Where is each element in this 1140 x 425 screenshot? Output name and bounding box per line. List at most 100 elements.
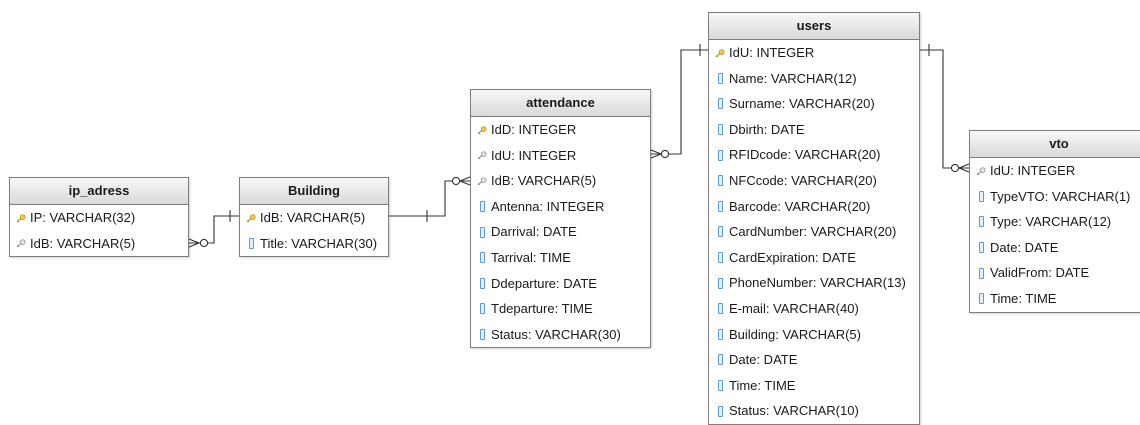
field-row[interactable]: Type: VARCHAR(12) [970,209,1140,235]
field-label: Name: VARCHAR(12) [729,70,857,86]
field-label: Building: VARCHAR(5) [729,326,861,342]
field-row[interactable]: Date: DATE [709,347,919,373]
relation-ip-adress-building [189,215,239,244]
foreign-key-icon [477,175,487,187]
column-icon [715,405,725,417]
table-header: vto [970,131,1140,158]
relation-attendance-users [651,49,708,155]
field-label: IdB: VARCHAR(5) [260,210,366,225]
field-row[interactable]: Time: TIME [709,373,919,399]
field-label: Date: DATE [729,352,798,368]
column-icon [715,252,725,264]
field-label: CardExpiration: DATE [729,249,856,265]
optional-circle-vto [950,163,960,173]
field-label: IP: VARCHAR(32) [30,210,136,225]
column-icon [976,216,986,228]
column-icon [477,226,487,238]
field-row[interactable]: CardExpiration: DATE [709,245,919,271]
table-header: attendance [471,90,650,117]
field-row[interactable]: Antenna: INTEGER [471,194,650,220]
field-label: Tdeparture: TIME [491,301,593,317]
column-icon [715,328,725,340]
column-icon [477,252,487,264]
field-row[interactable]: IdB: VARCHAR(5) [10,231,188,257]
field-row[interactable]: NFCcode: VARCHAR(20) [709,168,919,194]
foreign-key-icon [477,149,487,161]
field-row[interactable]: IdU: INTEGER [970,158,1140,184]
primary-key-icon [246,212,256,224]
field-label: IdU: INTEGER [491,147,577,163]
field-row[interactable]: Surname: VARCHAR(20) [709,91,919,117]
column-icon [715,200,725,212]
field-row[interactable]: Tarrival: TIME [471,245,650,271]
field-label: Barcode: VARCHAR(20) [729,198,871,214]
field-row[interactable]: PhoneNumber: VARCHAR(13) [709,270,919,296]
field-label: CardNumber: VARCHAR(20) [729,224,897,240]
field-row[interactable]: IdU: INTEGER [709,40,919,66]
field-row[interactable]: E-mail: VARCHAR(40) [709,296,919,322]
field-label: IdU: INTEGER [990,163,1076,178]
field-label: Time: TIME [990,290,1057,306]
field-label: Antenna: INTEGER [491,198,605,214]
field-row[interactable]: IdU: INTEGER [471,143,650,169]
table-header: ip_adress [10,178,188,205]
field-row[interactable]: Barcode: VARCHAR(20) [709,194,919,220]
column-icon [976,242,986,254]
column-icon [477,329,487,341]
field-label: Darrival: DATE [491,224,577,240]
field-row[interactable]: Darrival: DATE [471,219,650,245]
field-row[interactable]: IdD: INTEGER [471,117,650,143]
column-icon [715,72,725,84]
column-icon [715,98,725,110]
field-row[interactable]: Status: VARCHAR(10) [709,398,919,424]
field-row[interactable]: Name: VARCHAR(12) [709,66,919,92]
column-icon [715,226,725,238]
field-row[interactable]: CardNumber: VARCHAR(20) [709,219,919,245]
field-row[interactable]: IdB: VARCHAR(5) [240,205,388,231]
field-label: PhoneNumber: VARCHAR(13) [729,275,906,291]
column-icon [715,277,725,289]
field-label: Date: DATE [990,239,1059,255]
field-row[interactable]: Dbirth: DATE [709,117,919,143]
field-label: E-mail: VARCHAR(40) [729,300,859,316]
column-icon [715,124,725,136]
field-label: Status: VARCHAR(10) [729,403,859,419]
field-label: IdD: INTEGER [491,122,577,137]
relation-building-attendance [389,180,470,217]
field-label: Type: VARCHAR(12) [990,214,1112,230]
column-icon [715,303,725,315]
field-row[interactable]: Ddeparture: DATE [471,271,650,297]
field-row[interactable]: Date: DATE [970,235,1140,261]
field-label: IdB: VARCHAR(5) [491,173,597,189]
field-row[interactable]: ValidFrom: DATE [970,260,1140,286]
primary-key-icon [477,124,487,136]
field-row[interactable]: IP: VARCHAR(32) [10,205,188,231]
field-label: Title: VARCHAR(30) [260,235,378,251]
field-row[interactable]: IdB: VARCHAR(5) [471,168,650,194]
field-row[interactable]: RFIDcode: VARCHAR(20) [709,142,919,168]
field-row[interactable]: TypeVTO: VARCHAR(1) [970,184,1140,210]
primary-key-icon [715,47,725,59]
field-row[interactable]: Building: VARCHAR(5) [709,322,919,348]
field-row[interactable]: Title: VARCHAR(30) [240,231,388,257]
column-icon [477,201,487,213]
foreign-key-icon [976,165,986,177]
field-label: Surname: VARCHAR(20) [729,96,875,112]
column-icon [715,149,725,161]
optional-circle-attendance-users [660,149,670,159]
column-icon [715,175,725,187]
field-label: IdU: INTEGER [729,45,815,60]
field-label: Time: TIME [729,377,796,393]
field-row[interactable]: Status: VARCHAR(30) [471,322,650,348]
field-row[interactable]: Tdeparture: TIME [471,296,650,322]
field-label: NFCcode: VARCHAR(20) [729,172,877,188]
column-icon [715,354,725,366]
column-icon [477,277,487,289]
field-row[interactable]: Time: TIME [970,286,1140,312]
